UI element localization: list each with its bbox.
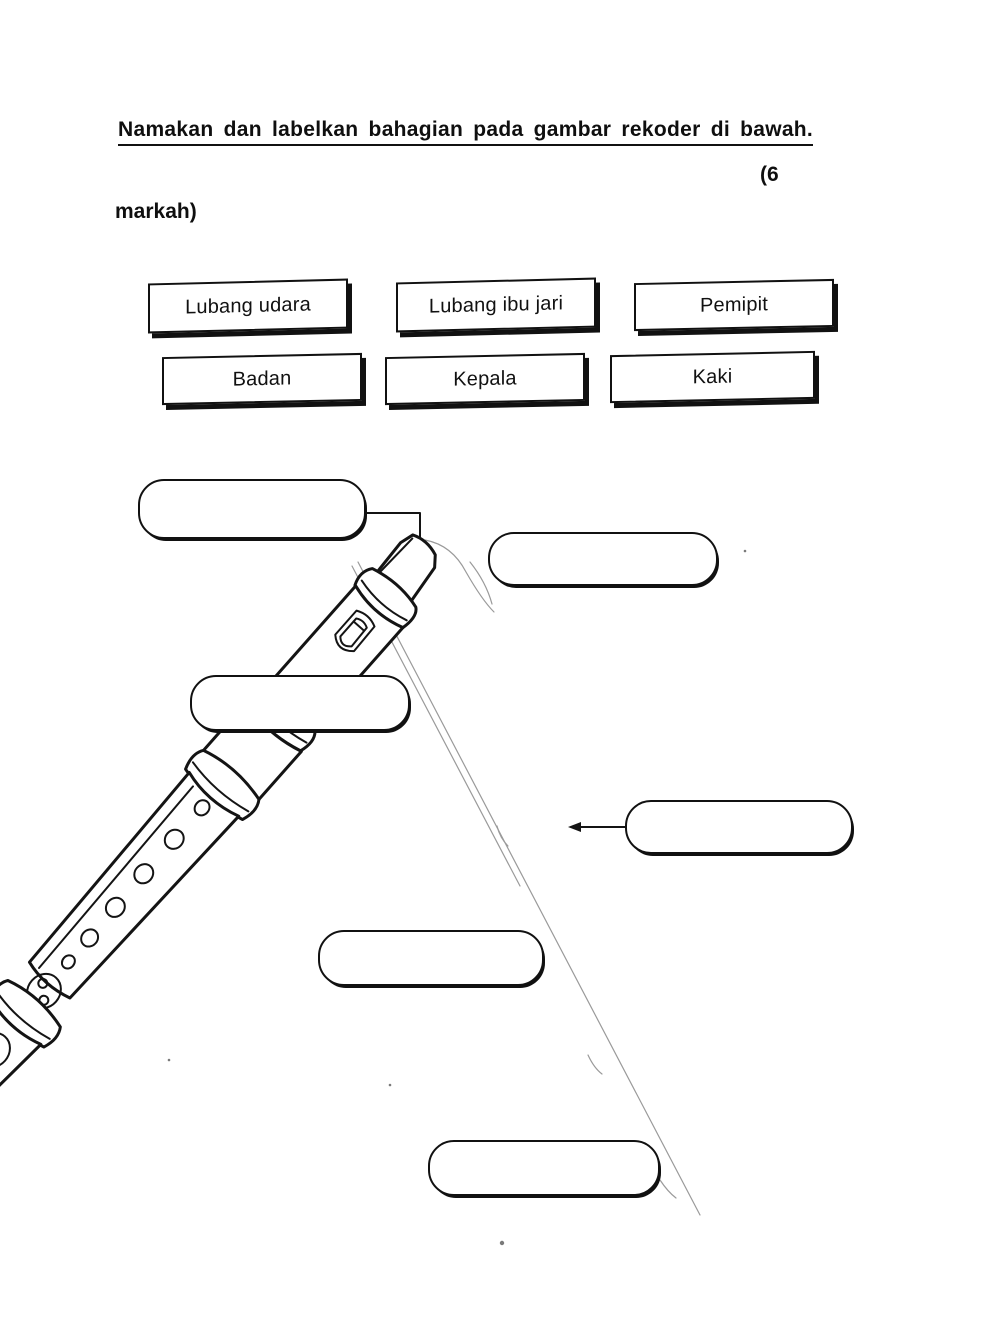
page-title-text: Namakan dan labelkan bahagian pada gamba… xyxy=(118,118,814,146)
foot-joint-ring-inner xyxy=(0,991,51,1040)
page-title: Namakan dan labelkan bahagian pada gamba… xyxy=(118,118,878,146)
word-bank-item-box: Badan xyxy=(162,352,362,406)
answer-box-lower-left[interactable] xyxy=(318,930,544,986)
body-joint-ring-inner xyxy=(191,761,250,813)
word-bank-item-label: Lubang ibu jari xyxy=(428,291,564,318)
scan-speck-b xyxy=(167,1058,171,1062)
word-bank-item-kepala[interactable]: Kepala xyxy=(385,352,589,411)
windway-labium-edge xyxy=(352,620,366,632)
word-bank-item-lubang-udara[interactable]: Lubang udara xyxy=(148,278,352,339)
scan-guide-line-bottom xyxy=(659,1179,677,1199)
foot-joint-ring xyxy=(0,979,62,1049)
word-bank-item-box: Lubang ibu jari xyxy=(396,277,596,333)
bell-joint-ring xyxy=(0,1048,2,1125)
scan-guide-line-right-top xyxy=(424,539,495,613)
word-bank-item-label: Kepala xyxy=(453,366,517,391)
word-bank-item-label: Pemipit xyxy=(699,292,769,317)
finger-hole-3 xyxy=(133,863,155,885)
paired-hole-1a xyxy=(37,977,49,989)
marks-note-part1: (6 xyxy=(760,163,779,186)
finger-hole-5 xyxy=(80,928,100,948)
beak-mouthpiece xyxy=(374,533,437,606)
head-collar-ring xyxy=(353,567,418,630)
word-bank-item-box: Pemipit xyxy=(634,278,834,332)
word-bank-item-label: Lubang udara xyxy=(185,292,311,319)
paired-hole-group-1 xyxy=(26,972,62,1010)
word-bank-item-box: Kepala xyxy=(385,352,585,406)
middle-body-highlight-left xyxy=(38,785,194,969)
word-bank-item-label: Badan xyxy=(232,366,292,391)
word-bank-item-lubang-ibu-jari[interactable]: Lubang ibu jari xyxy=(396,277,600,338)
head-collar-ring-inner xyxy=(360,579,408,622)
answer-box-bottom[interactable] xyxy=(428,1140,660,1196)
answer-box-mid-left[interactable] xyxy=(190,675,410,731)
answer-box-top-left[interactable] xyxy=(138,479,366,539)
scan-guide-line-body xyxy=(496,825,509,847)
word-bank-item-box: Lubang udara xyxy=(148,278,348,334)
paired-hole-group-2 xyxy=(0,1031,11,1069)
body-joint-ring xyxy=(184,748,261,822)
foot-joint-body xyxy=(0,999,43,1098)
word-bank-item-box: Kaki xyxy=(610,350,815,404)
word-bank-item-pemipit[interactable]: Pemipit xyxy=(634,278,838,337)
word-bank-item-label: Kaki xyxy=(692,365,733,388)
finger-hole-4 xyxy=(104,896,126,918)
scan-guide-line-left xyxy=(357,561,701,1216)
finger-hole-6 xyxy=(60,954,76,970)
answer-box-mid-right[interactable] xyxy=(625,800,853,854)
word-bank-item-badan[interactable]: Badan xyxy=(162,352,366,411)
leader-arrow-head xyxy=(568,822,581,832)
windway-window-inner xyxy=(339,617,368,648)
marks-note-part2: markah) xyxy=(115,200,197,223)
finger-hole-2 xyxy=(163,828,185,850)
scan-speck-a xyxy=(743,549,747,553)
finger-hole-1 xyxy=(193,799,211,817)
word-bank-item-kaki[interactable]: Kaki xyxy=(610,350,819,409)
answer-box-head-right[interactable] xyxy=(488,532,718,586)
windway-window-outer xyxy=(334,609,376,653)
scan-guide-line-lower xyxy=(587,1054,603,1075)
paired-hole-1b xyxy=(38,994,50,1006)
beak-edge-detail xyxy=(378,537,414,574)
middle-body xyxy=(27,770,241,1000)
leader-line-top-left xyxy=(365,512,421,546)
scan-speck-d xyxy=(499,1240,505,1246)
scan-speck-c xyxy=(388,1083,392,1087)
